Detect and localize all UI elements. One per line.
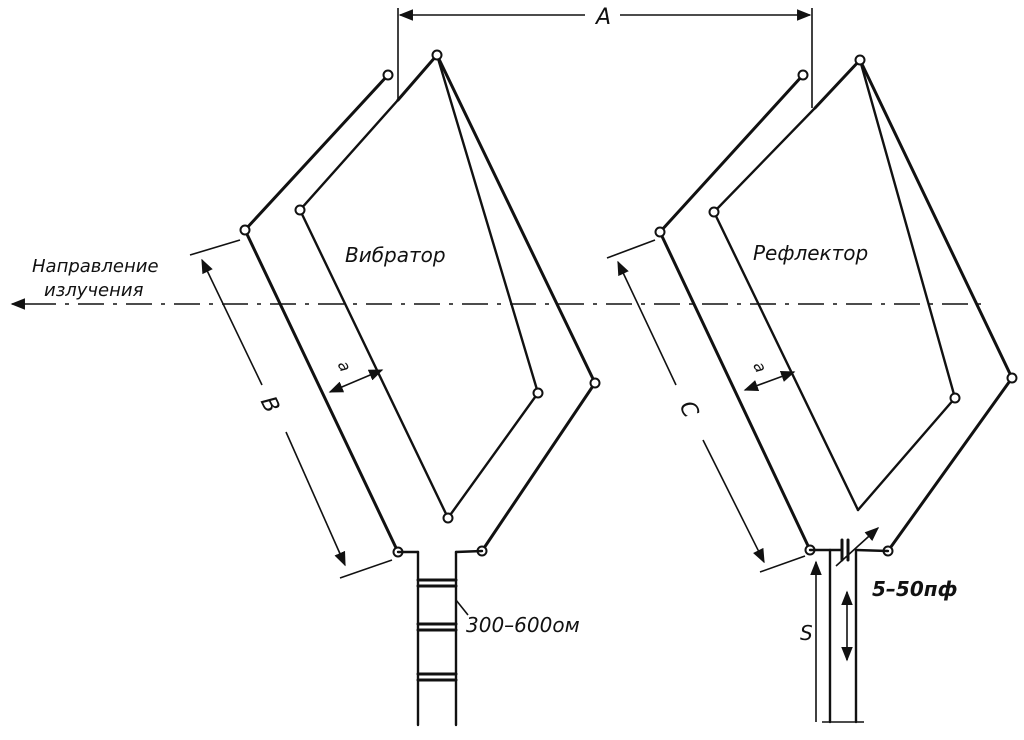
- dimension-a-small-vibrator-label: a: [334, 358, 355, 375]
- reflector-stub: [808, 527, 890, 724]
- dimension-a-small-vibrator: [328, 369, 384, 393]
- dimension-a-label: A: [594, 5, 611, 30]
- capacitor-range-label: 5–50пф: [872, 577, 957, 601]
- dimension-a: [397, 8, 813, 108]
- vibrator-nodes: [239, 49, 601, 558]
- dimension-s-label: S: [800, 621, 813, 645]
- reflector-label: Рефлектор: [753, 241, 868, 265]
- dimension-b-label: B: [255, 393, 284, 418]
- feeder-impedance-label: 300–600ом: [466, 613, 580, 637]
- reflector-nodes: [654, 54, 1018, 557]
- dimension-a-small-reflector: [743, 371, 796, 391]
- dimension-b: [189, 239, 393, 579]
- reflector-element: [658, 57, 1014, 553]
- dimension-c: [606, 239, 806, 573]
- dimension-c-label: C: [674, 397, 703, 422]
- direction-label-line1: Направление: [32, 256, 159, 277]
- vibrator-label: Вибратор: [345, 243, 446, 267]
- direction-label-line2: излучения: [44, 280, 144, 301]
- feeder-line: [396, 549, 484, 727]
- dimension-a-small-reflector-label: a: [749, 358, 770, 375]
